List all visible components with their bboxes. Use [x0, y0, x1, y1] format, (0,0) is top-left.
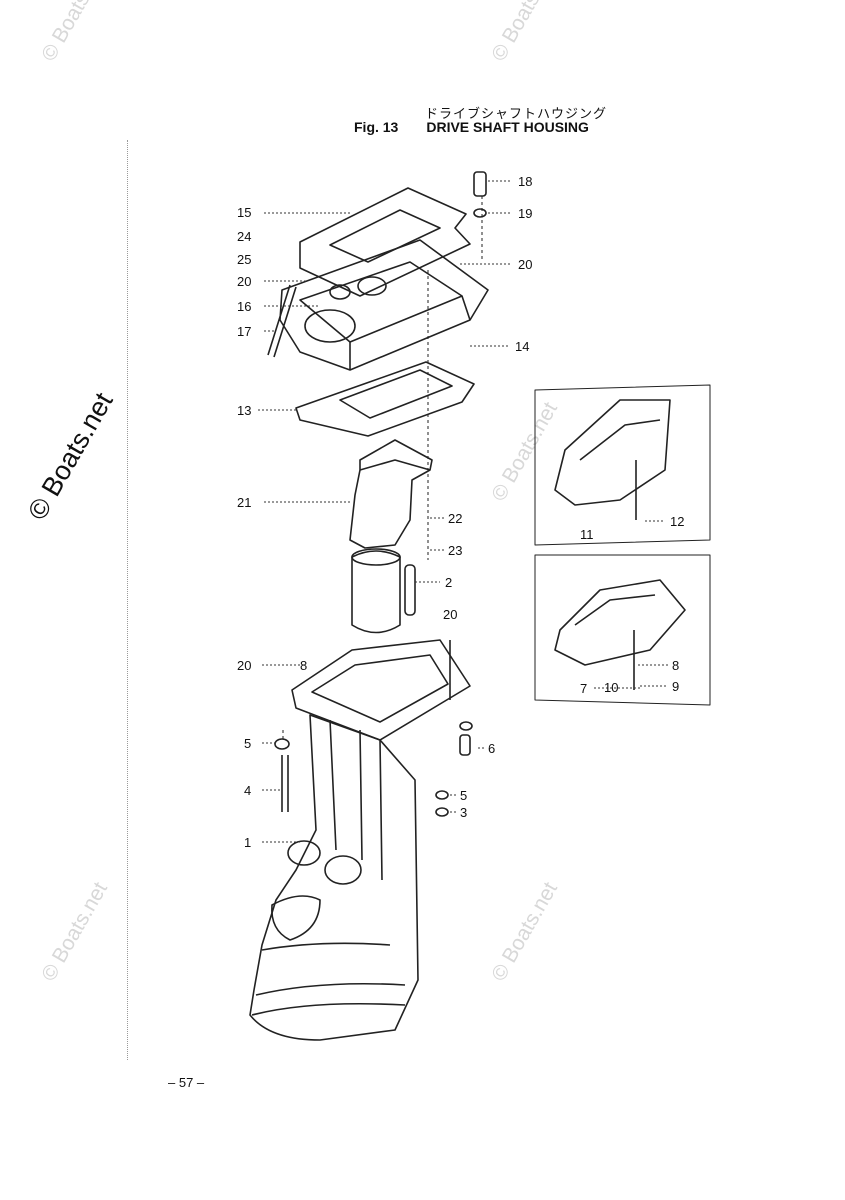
callout-4: 4 — [244, 783, 252, 798]
page-number: – 57 – — [168, 1075, 205, 1090]
callout-8: 8 — [672, 658, 680, 673]
callout-10: 10 — [604, 680, 619, 695]
bolt-part — [473, 171, 487, 218]
figure-title: Fig. 13 DRIVE SHAFT HOUSING — [354, 119, 589, 135]
callout-14: 14 — [515, 339, 530, 354]
title-japanese: ドライブシャフトハウジング — [425, 106, 608, 121]
inset-frame-lower — [534, 554, 711, 706]
callout-21: 21 — [237, 495, 252, 510]
callout-5: 5 — [244, 736, 252, 751]
cover-part — [554, 579, 686, 666]
callout-5: 5 — [460, 788, 468, 803]
figure-number: Fig. 13 — [354, 119, 399, 135]
callout-2: 2 — [445, 575, 453, 590]
callout-22: 22 — [448, 511, 463, 526]
callout-8: 8 — [300, 658, 308, 673]
callout-3: 3 — [460, 805, 468, 820]
callout-20: 20 — [518, 257, 533, 272]
gasket-part — [299, 187, 471, 297]
callout-18: 18 — [518, 174, 533, 189]
callout-23: 23 — [448, 543, 463, 558]
callout-7: 7 — [580, 681, 588, 696]
callout-12: 12 — [670, 514, 685, 529]
callout-20: 20 — [237, 658, 252, 673]
callout-17: 17 — [237, 324, 252, 339]
gasket-part — [295, 361, 475, 437]
callout-9: 9 — [672, 679, 680, 694]
callout-15: 15 — [237, 205, 252, 220]
housing-flange-part — [291, 639, 471, 741]
cover-part — [554, 399, 671, 506]
scan-edge-marks — [127, 140, 130, 1060]
collar-part — [351, 550, 401, 634]
callout-6: 6 — [488, 741, 496, 756]
callout-24: 24 — [237, 229, 252, 244]
callout-16: 16 — [237, 299, 252, 314]
callout-11: 11 — [580, 527, 594, 542]
callout-13: 13 — [237, 403, 252, 418]
callout-20: 20 — [237, 274, 252, 289]
exhaust-pipe-part — [349, 439, 433, 549]
top-plate-part — [279, 239, 489, 371]
drive-shaft-housing-part — [249, 714, 419, 1041]
callout-19: 19 — [518, 206, 533, 221]
figure-name: DRIVE SHAFT HOUSING — [426, 119, 589, 135]
callout-1: 1 — [244, 835, 252, 850]
callout-25: 25 — [237, 252, 252, 267]
callout-20: 20 — [443, 607, 458, 622]
inset-frame-upper — [534, 384, 711, 546]
